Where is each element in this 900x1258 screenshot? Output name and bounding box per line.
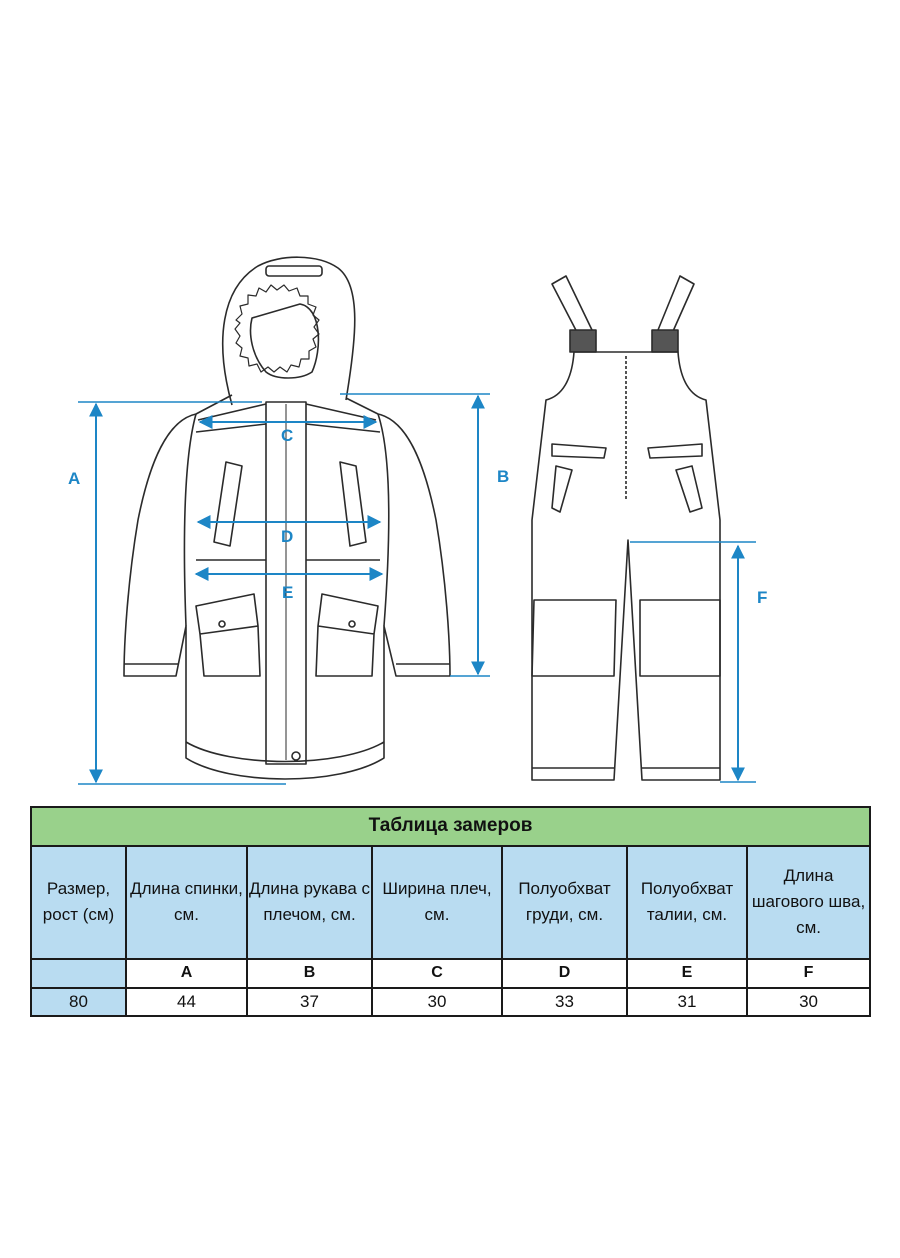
letter-cell-b: B: [246, 958, 373, 989]
jacket-bottom-button: [291, 751, 301, 761]
jacket-right-pocket-button: [348, 620, 356, 628]
jacket-left-pocket-button: [218, 620, 226, 628]
measurement-table: Таблица замеров Размер, рост (см) Длина …: [29, 806, 872, 1018]
value-inseam-length: 30: [745, 986, 872, 1018]
jacket-left-chest-pocket: [213, 461, 243, 547]
jacket-left-sleeve-seam: [183, 413, 197, 627]
value-half-waist: 31: [626, 986, 748, 1018]
letter-cell-c: C: [371, 958, 503, 989]
header-shoulder-width: Ширина плеч, см.: [371, 844, 503, 961]
jacket-right-lower-pocket: [315, 593, 379, 677]
jacket-body: [123, 394, 451, 780]
jacket-hood-drawstring-tab: [265, 265, 323, 277]
jacket-yoke: [195, 403, 381, 433]
value-shoulder-width: 30: [371, 986, 503, 1018]
value-sleeve-length: 37: [246, 986, 373, 1018]
table-row: 80 44 37 30 33 31 30: [30, 986, 872, 1018]
header-half-chest: Полуобхват груди, см.: [501, 844, 628, 961]
table-letter-row: A B C D E F: [30, 958, 872, 989]
overalls-left-strap: [551, 275, 593, 339]
jacket-right-chest-pocket: [339, 461, 367, 547]
jacket-left-lower-pocket: [195, 593, 261, 677]
letter-cell-f: F: [745, 958, 872, 989]
table-header-row: Размер, рост (см) Длина спинки, см. Длин…: [30, 844, 872, 961]
overalls-left-pocket: [551, 443, 607, 513]
table-title: Таблица замеров: [29, 806, 872, 847]
overalls-right-buckle: [651, 329, 679, 353]
jacket-hem: [185, 741, 385, 763]
value-back-length: 44: [125, 986, 248, 1018]
jacket-right-sleeve-seam: [377, 413, 390, 627]
value-size: 80: [30, 986, 127, 1018]
header-back-length: Длина спинки, см.: [125, 844, 248, 961]
dimension-label-b: B: [497, 467, 509, 486]
letter-cell-e: E: [626, 958, 748, 989]
dimension-label-a: A: [68, 469, 80, 488]
value-half-chest: 33: [501, 986, 628, 1018]
overalls-drawing: [531, 275, 721, 781]
dimension-label-c: C: [281, 426, 293, 445]
header-size: Размер, рост (см): [30, 844, 127, 961]
overalls-body: [531, 351, 721, 781]
jacket-hood-opening: [249, 303, 320, 379]
letter-cell-d: D: [501, 958, 628, 989]
overalls-left-buckle: [569, 329, 597, 353]
dimension-label-f: F: [757, 588, 767, 607]
header-inseam-length: Длина шагового шва, см.: [745, 844, 872, 961]
jacket-drawing: [123, 256, 451, 780]
header-sleeve-length: Длина рукава с плечом, см.: [246, 844, 373, 961]
header-half-waist: Полуобхват талии, см.: [626, 844, 748, 961]
jacket-hood-fur-trim: [234, 284, 320, 373]
jacket-hood: [222, 256, 356, 406]
jacket-zipper-placket: [265, 401, 307, 765]
dimension-lines: [78, 393, 756, 785]
letter-cell-blank: [30, 958, 127, 989]
overalls-left-knee-patch: [531, 599, 617, 677]
letter-cell-a: A: [125, 958, 248, 989]
garment-measurement-diagram: A B C D E F: [68, 256, 767, 785]
overalls-right-pocket: [647, 443, 703, 513]
overalls-right-strap: [657, 275, 695, 339]
dimension-label-d: D: [281, 527, 293, 546]
dimension-label-e: E: [282, 583, 293, 602]
overalls-right-knee-patch: [639, 599, 721, 677]
